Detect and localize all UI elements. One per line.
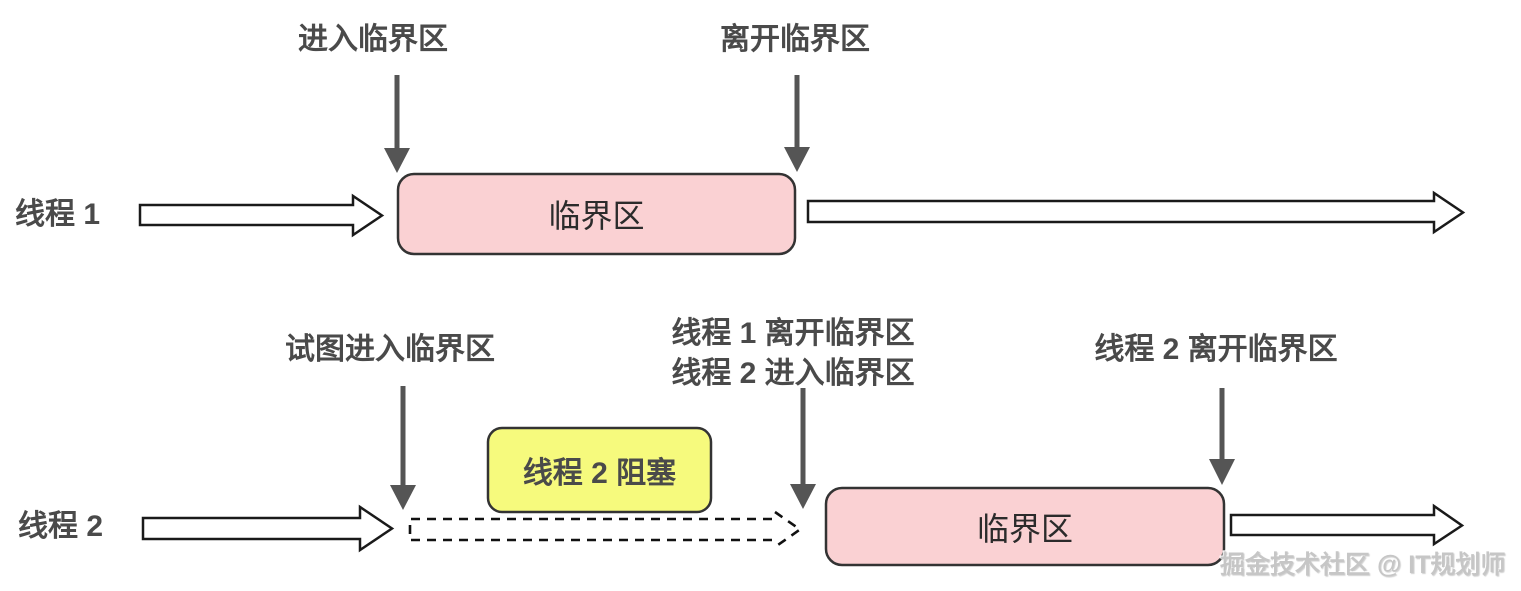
critical-section-box-1 bbox=[396, 172, 797, 256]
thread2-label: 线程 2 bbox=[18, 510, 104, 543]
thread1-exit-arrow bbox=[806, 190, 1466, 235]
leave-critical-label: 离开临界区 bbox=[720, 23, 870, 56]
thread-switch-label-line1: 线程 1 离开临界区 bbox=[671, 317, 915, 350]
attempt-enter-label: 试图进入临界区 bbox=[285, 333, 495, 366]
thread2-blocked-dashed-arrow bbox=[408, 510, 803, 549]
thread2-blocked-box bbox=[486, 426, 713, 514]
enter-down-arrow bbox=[384, 75, 410, 173]
thread1-flow-arrow bbox=[138, 193, 385, 238]
thread2-flow-arrow bbox=[141, 504, 395, 553]
watermark: 掘金技术社区 @ IT规划师 bbox=[1220, 551, 1506, 579]
thread1-label: 线程 1 bbox=[15, 198, 101, 231]
critical-section-box-2-label: 临界区 bbox=[976, 510, 1073, 547]
switch-down-arrow bbox=[790, 388, 816, 509]
thread2-leave-down-arrow bbox=[1209, 388, 1235, 485]
leave-down-arrow bbox=[784, 75, 810, 172]
thread-switch-label-line2: 线程 2 进入临界区 bbox=[671, 357, 915, 390]
thread-switch-label: 线程 1 离开临界区 线程 2 进入临界区 bbox=[671, 314, 914, 394]
thread2-exit-arrow bbox=[1229, 503, 1465, 547]
thread2-leave-label: 线程 2 离开临界区 bbox=[1094, 333, 1338, 366]
critical-section-box-2 bbox=[824, 486, 1226, 567]
enter-critical-label: 进入临界区 bbox=[298, 23, 448, 56]
attempt-down-arrow bbox=[390, 386, 416, 510]
critical-section-box-1-label: 临界区 bbox=[548, 198, 645, 234]
thread2-blocked-box-label: 线程 2 阻塞 bbox=[522, 457, 677, 490]
